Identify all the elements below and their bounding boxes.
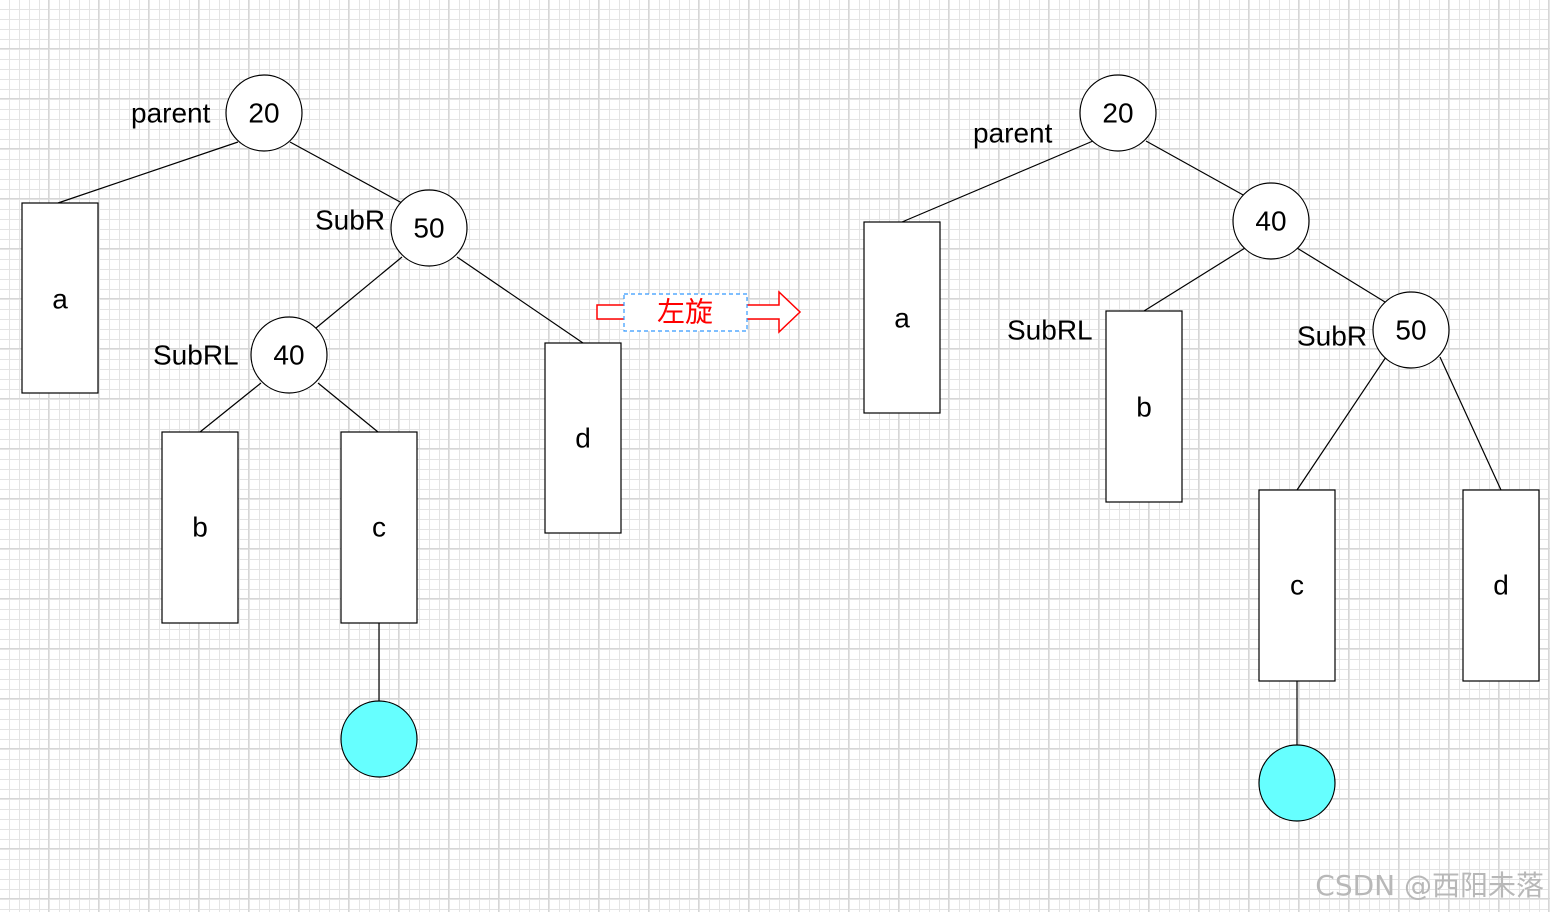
node-20-after <box>1079 74 1157 152</box>
label-subrl: SubRL <box>153 340 239 371</box>
subtree-a-label: a <box>52 284 68 315</box>
edge-50-d <box>456 256 584 344</box>
subtree-a-after-label: a <box>894 303 910 334</box>
inserted-leaf-node-after <box>1258 744 1336 822</box>
subtree-c <box>340 431 418 624</box>
subtree-b <box>161 431 239 624</box>
edge-20-50 <box>289 141 403 204</box>
subtree-b-after <box>1105 310 1183 503</box>
node-20-value: 20 <box>248 98 279 129</box>
subtree-b-after-label: b <box>1136 392 1152 423</box>
subtree-c-label: c <box>372 512 386 543</box>
node-50 <box>390 189 468 267</box>
subtree-c-after-label: c <box>1290 570 1304 601</box>
arrow-label: 左旋 <box>657 296 713 329</box>
label-parent: parent <box>131 98 211 129</box>
node-20-after-value: 20 <box>1102 98 1133 129</box>
subtree-c-after <box>1258 489 1336 682</box>
edge-50-c-after <box>1296 356 1387 491</box>
edge-40-b-after <box>1143 247 1246 312</box>
watermark: CSDN @西阳未落 <box>1315 869 1544 902</box>
inserted-leaf-node <box>340 700 418 778</box>
edge-20-a <box>57 141 239 204</box>
edge-20-a-after <box>901 140 1094 223</box>
edge-50-d-after <box>1439 356 1502 491</box>
before-tree: a b c d 20 50 40 parent SubR SubRL <box>21 74 622 778</box>
subtree-a <box>21 202 99 394</box>
edge-20-40-after <box>1145 140 1246 197</box>
edge-40-50-after <box>1296 247 1386 303</box>
label-subr: SubR <box>315 205 385 236</box>
edge-50-40 <box>315 256 403 329</box>
after-tree: a b c d 20 40 50 parent SubRL SubR <box>863 74 1540 822</box>
label-subr-after: SubR <box>1297 321 1367 352</box>
node-40-after-value: 40 <box>1255 206 1286 237</box>
label-subrl-after: SubRL <box>1007 315 1093 346</box>
arrow-label-box <box>623 293 748 332</box>
subtree-d-label: d <box>575 423 591 454</box>
edge-40-b <box>199 382 262 433</box>
node-50-after <box>1372 291 1450 369</box>
node-50-value: 50 <box>413 213 444 244</box>
subtree-d-after <box>1462 489 1540 682</box>
rotation-arrow: 左旋 <box>596 290 802 334</box>
subtree-b-label: b <box>192 512 208 543</box>
node-40-after <box>1232 182 1310 260</box>
node-40 <box>250 316 328 394</box>
edge-40-c <box>317 382 379 433</box>
node-50-after-value: 50 <box>1395 315 1426 346</box>
label-parent-after: parent <box>973 118 1053 149</box>
subtree-a-after <box>863 221 941 414</box>
node-20 <box>225 74 303 152</box>
subtree-d-after-label: d <box>1493 570 1509 601</box>
subtree-d <box>544 342 622 534</box>
node-40-value: 40 <box>273 340 304 371</box>
